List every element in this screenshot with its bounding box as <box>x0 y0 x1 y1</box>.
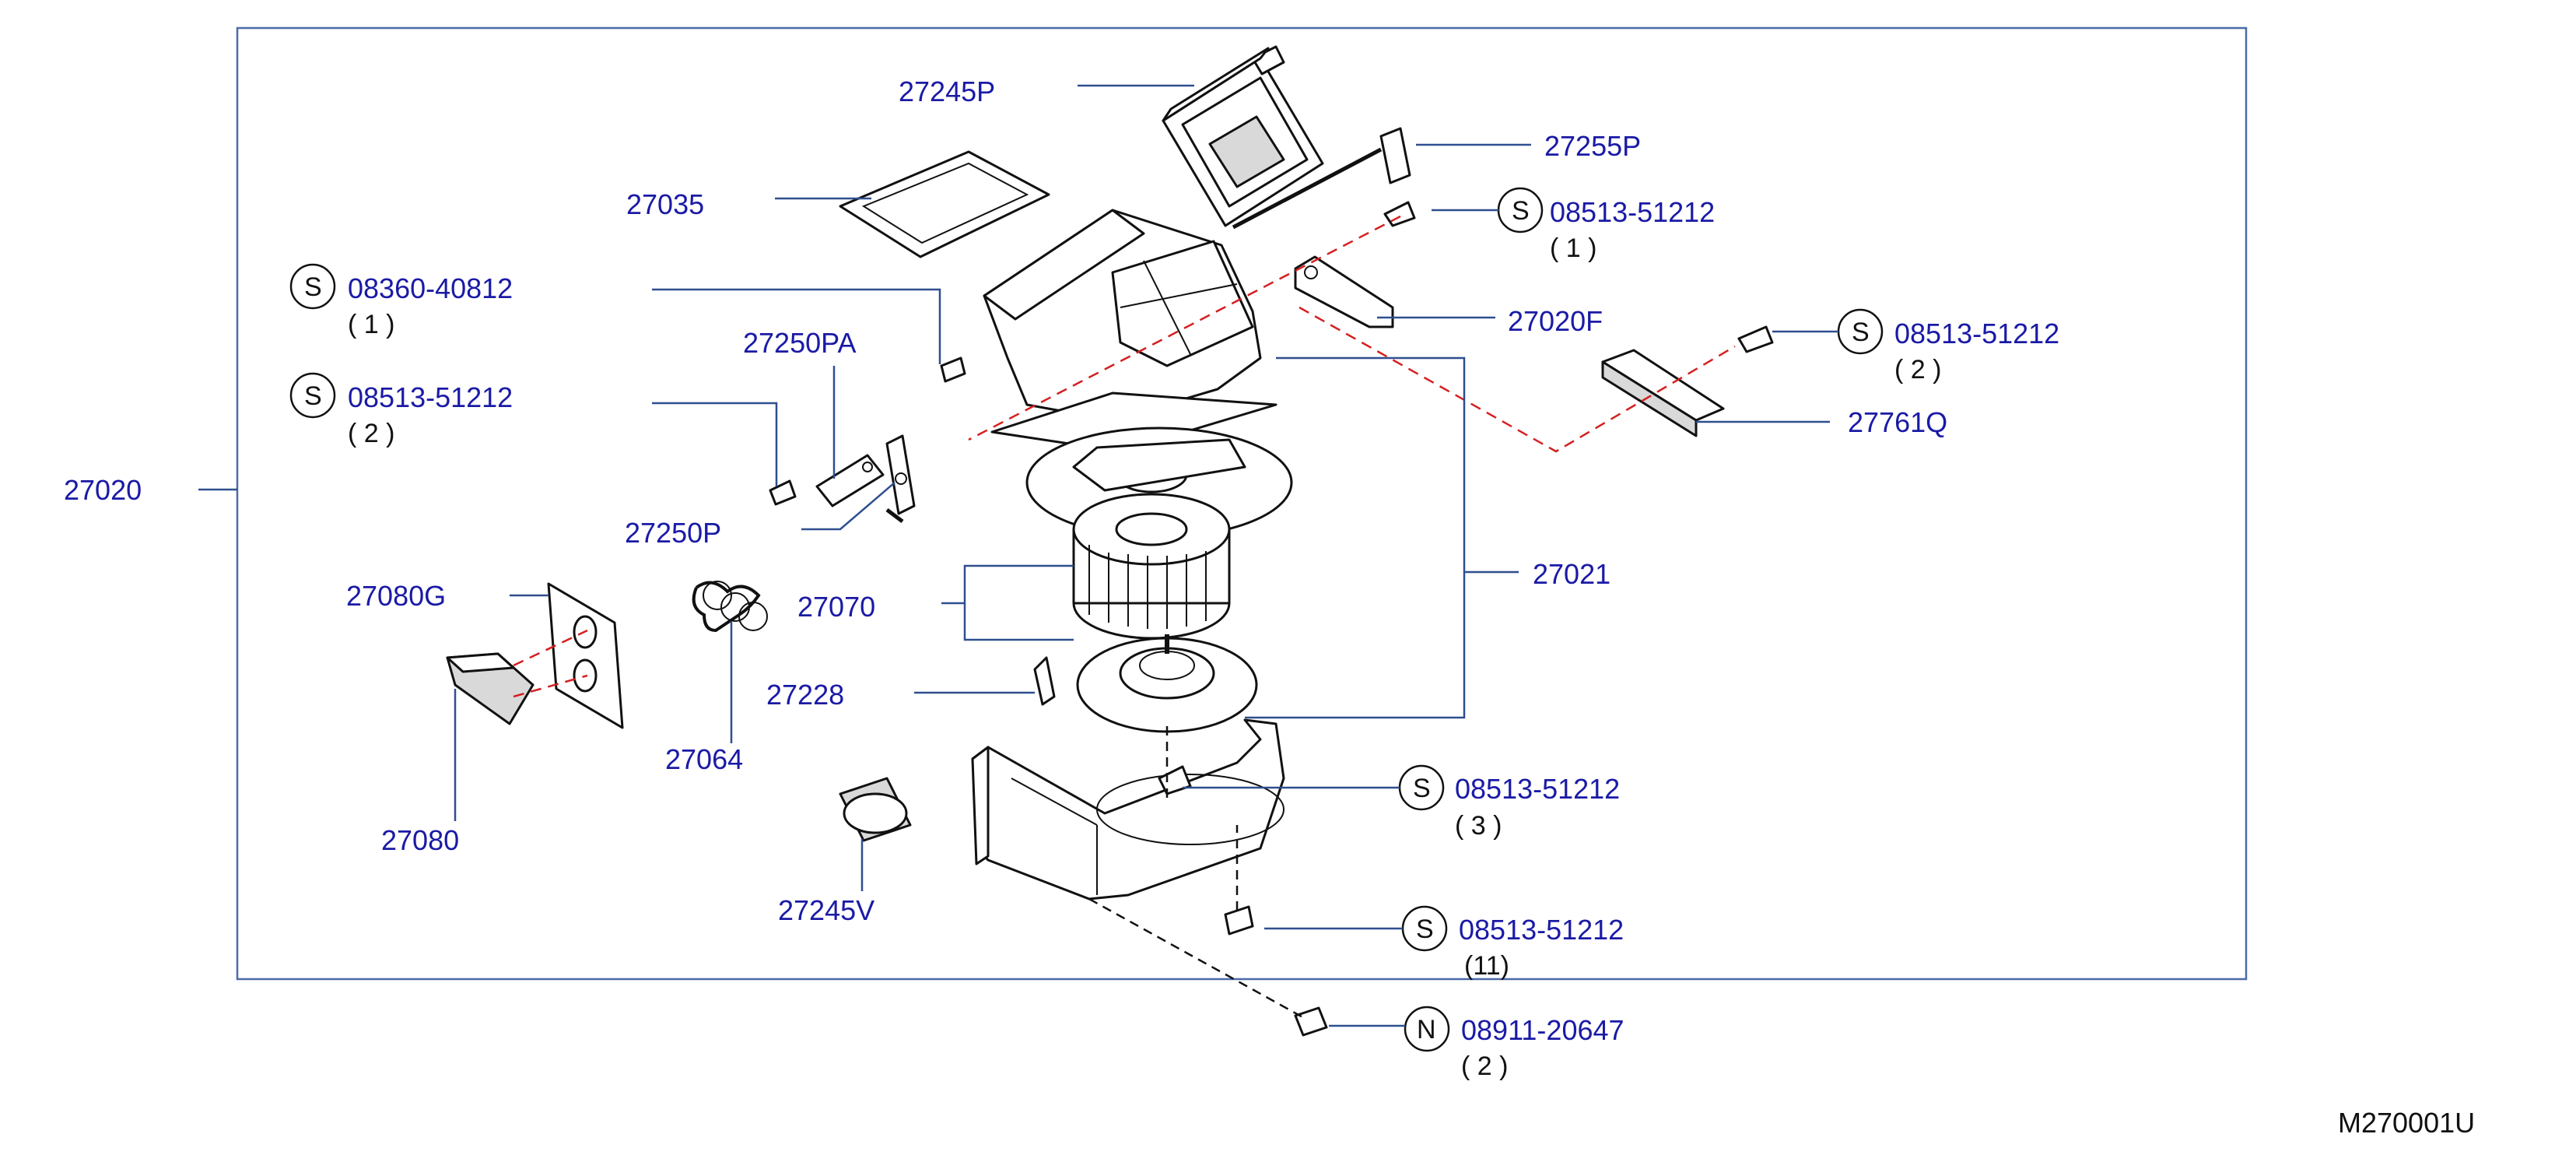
callout-fastener-5[interactable]: S 08513-51212 (11) <box>1264 905 1624 981</box>
part-27020F-drawing <box>1294 255 1394 328</box>
part-27021-lower-drawing <box>971 718 1285 900</box>
part-27255P-drawing <box>1232 127 1411 230</box>
callout-27021[interactable]: 27021 <box>1245 356 1610 719</box>
fastener-part-no-6: 08911-20647 <box>1461 1014 1624 1046</box>
callout-27228[interactable]: 27228 <box>766 679 1035 711</box>
part-27021-upper-drawing <box>983 209 1277 453</box>
fastener-part-no-1: 08360-40812 <box>348 272 513 304</box>
part-27761Q-drawing <box>1601 349 1725 437</box>
part-number-27021: 27021 <box>1533 558 1610 590</box>
fastener-mark-6: N <box>1417 1015 1436 1044</box>
callout-27080[interactable]: 27080 <box>381 689 459 856</box>
callout-27245V[interactable]: 27245V <box>778 839 874 926</box>
diagram-code: M270001U <box>2338 1107 2475 1139</box>
part-27250PA-drawing <box>815 454 885 507</box>
fastener-mark-2: S <box>1852 318 1870 347</box>
callout-fastener-0[interactable]: S 08513-51212 ( 1 ) <box>1432 187 1715 263</box>
callout-27250P[interactable]: 27250P <box>625 482 895 549</box>
part-number-27035: 27035 <box>626 188 704 220</box>
fastener-qty-0: ( 1 ) <box>1550 233 1596 263</box>
callout-27250PA[interactable]: 27250PA <box>743 327 856 479</box>
part-number-27761Q: 27761Q <box>1848 406 1947 438</box>
part-27245V-drawing <box>839 777 912 842</box>
part-number-27070: 27070 <box>797 591 875 623</box>
part-27250P-drawing <box>885 434 916 523</box>
part-number-27080: 27080 <box>381 824 459 856</box>
fastener-part-no-5: 08513-51212 <box>1459 914 1624 946</box>
part-27080-drawing <box>446 652 534 725</box>
callout-27761Q[interactable]: 27761Q <box>1696 406 1947 438</box>
callout-27080G[interactable]: 27080G <box>346 580 548 612</box>
callout-fastener-6[interactable]: N 08911-20647 ( 2 ) <box>1329 1006 1624 1081</box>
callout-27255P[interactable]: 27255P <box>1416 130 1641 162</box>
fastener-mark-5: S <box>1416 915 1434 944</box>
callout-27245P[interactable]: 27245P <box>899 75 1194 107</box>
callout-fastener-4[interactable]: S 08513-51212 ( 3 ) <box>1183 764 1620 841</box>
fastener-qty-3: ( 2 ) <box>348 419 394 448</box>
part-number-27080G: 27080G <box>346 580 446 612</box>
part-number-27250PA: 27250PA <box>743 327 856 359</box>
fastener-qty-6: ( 2 ) <box>1461 1051 1508 1081</box>
part-27245P-drawing <box>1162 45 1324 227</box>
callout-27070[interactable]: 27070 <box>797 564 1074 641</box>
callout-27035[interactable]: 27035 <box>626 188 871 220</box>
part-number-27255P: 27255P <box>1544 130 1641 162</box>
fastener-mark-1: S <box>304 272 322 302</box>
part-27064-drawing <box>692 581 768 633</box>
fastener-part-no-3: 08513-51212 <box>348 381 513 413</box>
part-27070-drawing <box>1072 493 1231 640</box>
guide-lines <box>513 215 1736 1021</box>
part-number-27245V: 27245V <box>778 894 874 926</box>
part-27080G-drawing <box>547 582 624 729</box>
part-number-27250P: 27250P <box>625 517 721 549</box>
screw-drawings <box>769 201 1774 1037</box>
part-number-27020: 27020 <box>64 474 142 506</box>
fastener-part-no-2: 08513-51212 <box>1894 318 2059 349</box>
fastener-qty-1: ( 1 ) <box>348 310 394 339</box>
callout-27064[interactable]: 27064 <box>665 621 743 775</box>
fastener-mark-4: S <box>1413 774 1431 803</box>
part-number-27020F: 27020F <box>1508 305 1603 337</box>
fastener-part-no-4: 08513-51212 <box>1455 773 1620 805</box>
fastener-qty-2: ( 2 ) <box>1894 355 1941 384</box>
callout-fastener-1[interactable]: S 08360-40812 ( 1 ) <box>289 263 941 364</box>
fastener-qty-5: (11) <box>1464 951 1509 981</box>
assembly-frame <box>236 26 2248 981</box>
callout-27020[interactable]: 27020 <box>64 474 237 506</box>
part-27035-drawing <box>839 150 1050 258</box>
fastener-mark-3: S <box>304 381 322 411</box>
callout-fastener-3[interactable]: S 08513-51212 ( 2 ) <box>289 372 778 486</box>
fastener-part-no-0: 08513-51212 <box>1550 196 1715 228</box>
callout-fastener-2[interactable]: S 08513-51212 ( 2 ) <box>1772 308 2059 384</box>
part-27228-drawing <box>1033 634 1258 733</box>
fastener-mark-0: S <box>1512 196 1530 226</box>
part-number-27064: 27064 <box>665 743 743 775</box>
part-number-27245P: 27245P <box>899 75 995 107</box>
part-number-27228: 27228 <box>766 679 844 711</box>
fastener-qty-4: ( 3 ) <box>1455 811 1502 841</box>
callout-27020F[interactable]: 27020F <box>1377 305 1603 337</box>
